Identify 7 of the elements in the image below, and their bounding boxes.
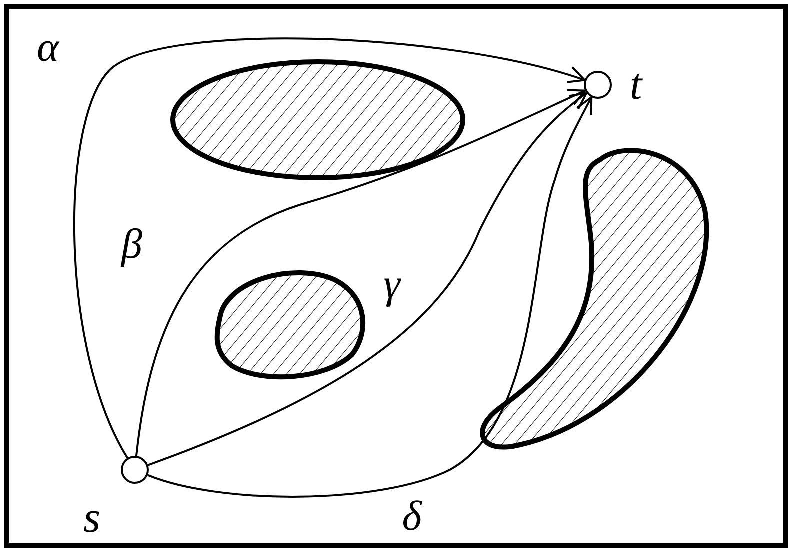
edge-label: β bbox=[122, 224, 142, 266]
edge-label: δ bbox=[402, 496, 422, 538]
vertex-label: t bbox=[630, 63, 642, 107]
path-arrow bbox=[74, 38, 586, 459]
vertex-label: s bbox=[83, 496, 101, 540]
edge-label: α bbox=[36, 27, 60, 69]
edge-label: γ bbox=[384, 264, 400, 306]
